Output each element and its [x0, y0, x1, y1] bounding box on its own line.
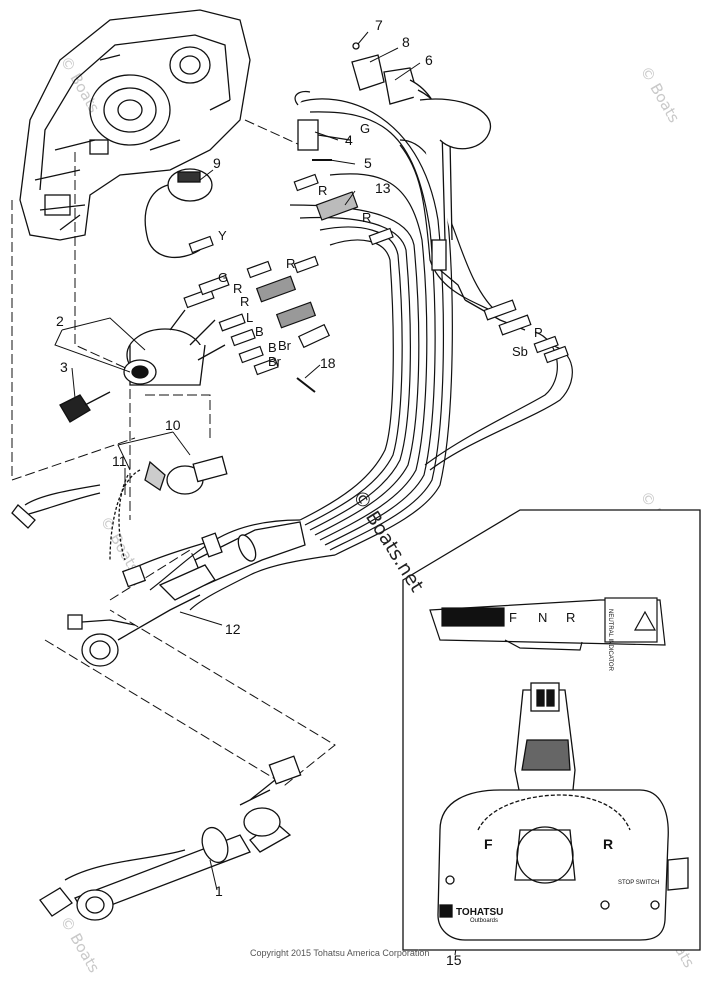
stop-switch-lanyard [11, 455, 228, 561]
control-box-r: R [603, 836, 613, 852]
wire-label-b1: B [255, 324, 264, 339]
key-switch [123, 309, 226, 386]
ignition-key [59, 391, 111, 423]
callout-15: 15 [446, 952, 462, 968]
watermark-top-left: © Boats [57, 53, 104, 116]
pin-screw [296, 377, 316, 393]
wire-label-br1: Br [278, 338, 292, 353]
wire-color-labels: G R Y R G R R L B B Br Br R P Sb [218, 121, 543, 369]
callout-5: 5 [364, 155, 372, 171]
tohatsu-brand-sub: Outboards [470, 918, 498, 924]
right-plugs [483, 299, 569, 364]
indicator-f: F [509, 610, 517, 625]
wire-label-r-13: R [362, 210, 371, 225]
wire-label-r-top: R [318, 183, 327, 198]
wire-label-b2: B [268, 340, 277, 355]
callout-2: 2 [56, 313, 64, 329]
indicator-neutral-text: NEUTRAL INDICATOR [607, 609, 613, 672]
tohatsu-brand: TOHATSU [456, 907, 503, 918]
indicator-n: N [538, 610, 547, 625]
callout-12: 12 [225, 621, 241, 637]
control-box-f: F [484, 836, 493, 852]
neutral-indicator: F N R NEUTRAL INDICATOR [429, 597, 666, 672]
callout-13: 13 [375, 180, 391, 196]
wire-label-r-conn1: R [233, 281, 242, 296]
watermark-center: © Boats.net [348, 486, 428, 596]
engine-casing [19, 9, 251, 241]
reference-lines [11, 119, 336, 786]
callout-3: 3 [60, 359, 68, 375]
callout-4: 4 [345, 132, 353, 148]
wire-label-r-right: R [286, 256, 295, 271]
control-box-inset: F N R NEUTRAL INDICATOR F R STOP S [402, 509, 701, 951]
control-box-body: F R STOP SWITCH TOHATSU Outboards [437, 789, 689, 941]
main-harness-1 [39, 755, 302, 921]
wire-label-y: Y [218, 228, 227, 243]
callout-7: 7 [375, 17, 383, 33]
wire-label-r-conn2: R [240, 294, 249, 309]
wire-label-sb: Sb [512, 344, 528, 359]
buzzer [144, 168, 213, 259]
wire-label-p: P [534, 325, 543, 340]
harness-sleeve [121, 521, 306, 601]
bottom-connectors [67, 594, 201, 667]
callout-1: 1 [215, 883, 223, 899]
watermark-top-right: © Boats [637, 63, 684, 126]
callout-10: 10 [165, 417, 181, 433]
callout-11: 11 [112, 453, 127, 469]
callout-18: 18 [320, 355, 336, 371]
neutral-bracket [351, 42, 491, 241]
callout-6: 6 [425, 52, 433, 68]
switch-connectors [183, 173, 394, 376]
callout-9: 9 [213, 155, 221, 171]
wire-label-g-conn: G [218, 270, 228, 285]
stop-switch-label: STOP SWITCH [618, 880, 659, 886]
watermark-bottom-left: © Boats [57, 913, 104, 976]
indicator-r: R [566, 610, 575, 625]
wire-label-l: L [246, 310, 253, 325]
callout-8: 8 [402, 34, 410, 50]
relay [294, 90, 351, 161]
copyright-text: Copyright 2015 Tohatsu America Corporati… [250, 948, 429, 958]
wire-label-br2: Br [268, 354, 282, 369]
wire-label-g-top: G [360, 121, 370, 136]
